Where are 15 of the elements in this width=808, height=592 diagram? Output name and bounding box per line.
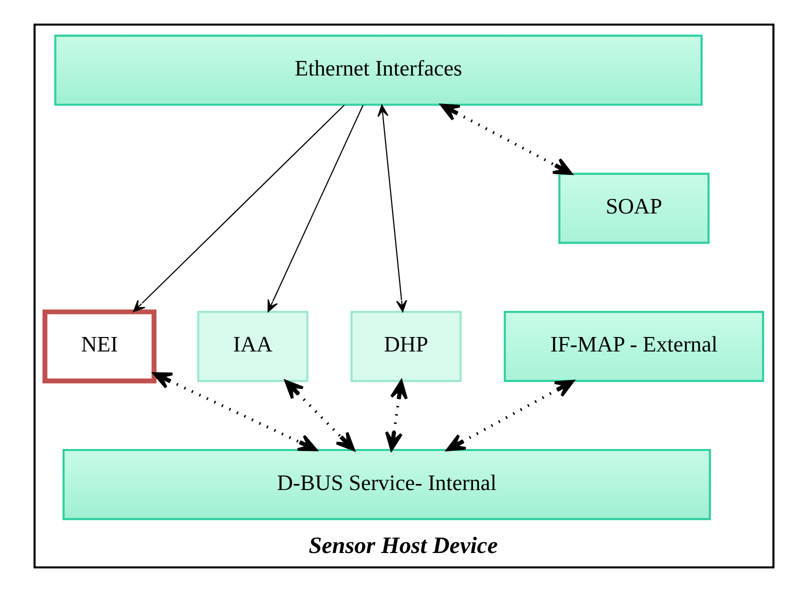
node-box: IF-MAP - External — [504, 310, 764, 382]
arrow — [268, 104, 364, 312]
node-box: SOAP — [558, 172, 710, 244]
arrow — [440, 104, 572, 175]
node-box: DHP — [350, 310, 462, 382]
arrow — [132, 104, 345, 312]
arrow — [377, 104, 408, 312]
node-box: D-BUS Service- Internal — [62, 448, 711, 520]
node-box: NEI — [42, 309, 156, 384]
arrow — [446, 380, 574, 452]
node-box: IAA — [197, 310, 308, 382]
arrow — [385, 380, 408, 451]
arrow — [284, 380, 355, 451]
arrow — [152, 372, 318, 452]
node-box: Ethernet Interfaces — [54, 34, 703, 106]
